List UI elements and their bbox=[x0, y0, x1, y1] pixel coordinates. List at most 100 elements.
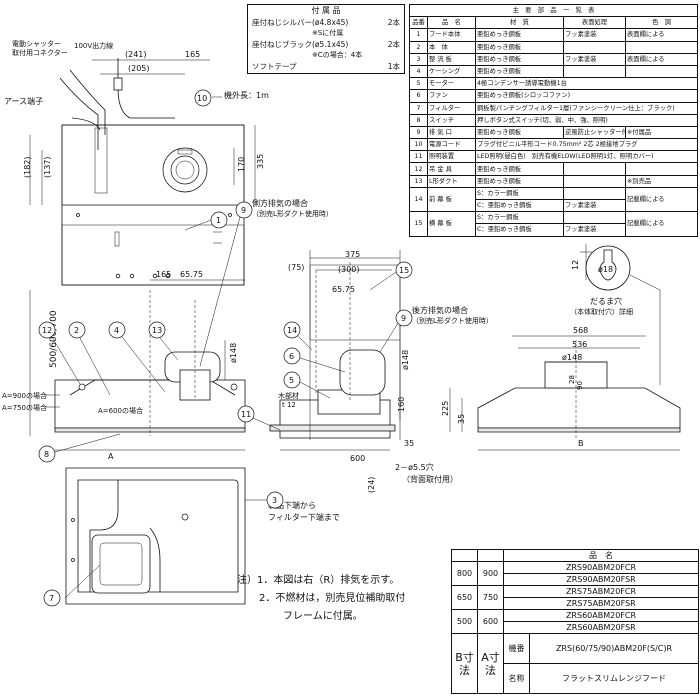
accessory-1-qty: 2本 bbox=[387, 18, 400, 27]
b-dim-label: B寸法 bbox=[451, 633, 478, 694]
label-rear-exhaust-sub: （別売L形ダクト使用時） bbox=[412, 316, 493, 325]
right-body bbox=[477, 387, 681, 429]
svg-text:2: 2 bbox=[74, 326, 79, 335]
rectifier-edge bbox=[89, 480, 119, 592]
accessory-2-name: 座付ねじブラック(ø5.1x45) bbox=[252, 40, 349, 49]
hole-1 bbox=[115, 273, 121, 279]
connector-box bbox=[94, 127, 108, 194]
callout-1: 1 bbox=[184, 211, 228, 231]
dim-148b: ø148 bbox=[401, 350, 410, 370]
side-bottom bbox=[269, 424, 396, 432]
parts-header-material: 材 質 bbox=[475, 16, 564, 30]
dim-241: (241) bbox=[125, 50, 147, 59]
hole-3 bbox=[152, 273, 158, 279]
kiban-label: 機番 bbox=[503, 633, 530, 664]
bottom-view bbox=[64, 467, 268, 605]
front-panel-15 bbox=[309, 264, 401, 341]
callouts: 1 2 3 4 5 6 7 8 9 9 10 11 12 13 14 15 bbox=[38, 89, 413, 607]
parts-header-finish: 表面処理 bbox=[563, 16, 626, 30]
parts-title: 主 要 部 品 一 覧 表 bbox=[408, 3, 699, 18]
label-rear-exhaust: 後方排気の場合 bbox=[412, 305, 468, 315]
dim-225: 225 bbox=[441, 401, 450, 416]
svg-text:11: 11 bbox=[241, 410, 251, 419]
hole-2 bbox=[129, 273, 135, 279]
svg-text:3: 3 bbox=[272, 496, 277, 505]
model-header: 品 名 bbox=[503, 549, 699, 562]
label-keyhole: だるま穴 bbox=[590, 296, 622, 306]
label-back-mount-sub: （背面取付用） bbox=[402, 474, 458, 484]
callout-13: 13 bbox=[148, 321, 179, 361]
bottom-mark bbox=[181, 513, 189, 521]
label-earth: アース端子 bbox=[4, 96, 43, 106]
accessory-1-note: ※Sに付属 bbox=[312, 29, 344, 37]
accessory-1-name: 座付ねじシルバー(ø4.8x45) bbox=[252, 18, 349, 27]
dim-35b: 35 bbox=[457, 414, 466, 424]
label-wood-2: t 12 bbox=[282, 401, 296, 409]
callout-10: 10 bbox=[194, 89, 212, 107]
label-100v: 100V出力線 bbox=[74, 41, 113, 50]
bottom-hole-1 bbox=[71, 518, 75, 522]
dim-170: 170 bbox=[237, 157, 246, 172]
label-cord: 機外長：1m bbox=[224, 90, 269, 100]
callout-6: 6 bbox=[283, 347, 346, 373]
accessory-2-note: ※Cの場合：4本 bbox=[312, 51, 363, 59]
callout-3: 3 bbox=[266, 491, 284, 509]
dim-148a: ø148 bbox=[229, 343, 238, 363]
switch-slot bbox=[114, 231, 120, 247]
keyhole-detail: 12 ø18 だるま穴 （本体取付穴）詳細 bbox=[570, 244, 661, 385]
dim-75: (75) bbox=[288, 263, 304, 272]
callout-5: 5 bbox=[283, 371, 331, 399]
label-b: B bbox=[578, 439, 584, 448]
accessory-3-name: ソフトテープ bbox=[252, 62, 297, 71]
shutter-cable bbox=[69, 69, 106, 135]
front-view: A 165 65.75 ø148 500/600/700 A=900の場合 A=… bbox=[2, 198, 333, 461]
label-a600: A=600の場合 bbox=[98, 406, 143, 415]
dim-35: 35 bbox=[404, 439, 414, 448]
callout-2: 2 bbox=[68, 321, 111, 396]
kiban-value: ZRS(60/75/90)ABM20F(S/C)R bbox=[529, 633, 699, 664]
filter-inner bbox=[99, 542, 143, 586]
svg-text:9: 9 bbox=[401, 314, 406, 323]
label-filter-2: フィルター下端まで bbox=[268, 512, 340, 522]
dim-90: 90 bbox=[576, 381, 584, 390]
dim-28: 28 bbox=[568, 375, 576, 384]
note-2: 2．不燃材は，別売見位補助取付 bbox=[259, 593, 406, 604]
callout-9b: 9 bbox=[379, 309, 413, 353]
label-side-exhaust-sub: （別売L形ダクト使用時） bbox=[252, 209, 333, 218]
callout-9a: 9 bbox=[199, 201, 253, 367]
bottom-inner bbox=[77, 479, 239, 593]
parts-header-name: 品 名 bbox=[427, 16, 476, 30]
label-side-exhaust: 側方排気の場合 bbox=[252, 198, 308, 208]
callout-4: 4 bbox=[108, 321, 166, 393]
callout-14: 14 bbox=[283, 321, 313, 351]
accessory-title: 付 属 品 bbox=[311, 6, 341, 15]
svg-text:1: 1 bbox=[216, 216, 221, 225]
top-view-front bbox=[61, 224, 245, 286]
accessory-box: 付 属 品 座付ねじシルバー(ø4.8x45) 2本 ※Sに付属 座付ねじブラッ… bbox=[247, 4, 405, 74]
side-view: 375 (75) (300) 65.75 600 ø148 160 35 (24… bbox=[268, 250, 493, 522]
table-row: C：亜鉛めっき鋼板フッ素塗装 bbox=[410, 223, 698, 237]
svg-text:15: 15 bbox=[399, 266, 409, 275]
note-3: フレームに付属。 bbox=[283, 611, 363, 622]
label-a900: A=900の場合 bbox=[2, 391, 47, 400]
plug bbox=[113, 77, 123, 91]
dim-600: 600 bbox=[350, 454, 365, 463]
filter-box bbox=[91, 534, 151, 594]
right-bottom bbox=[477, 427, 681, 433]
note-1: 注）1．本図は右（R）排気を示す。 bbox=[237, 575, 400, 586]
